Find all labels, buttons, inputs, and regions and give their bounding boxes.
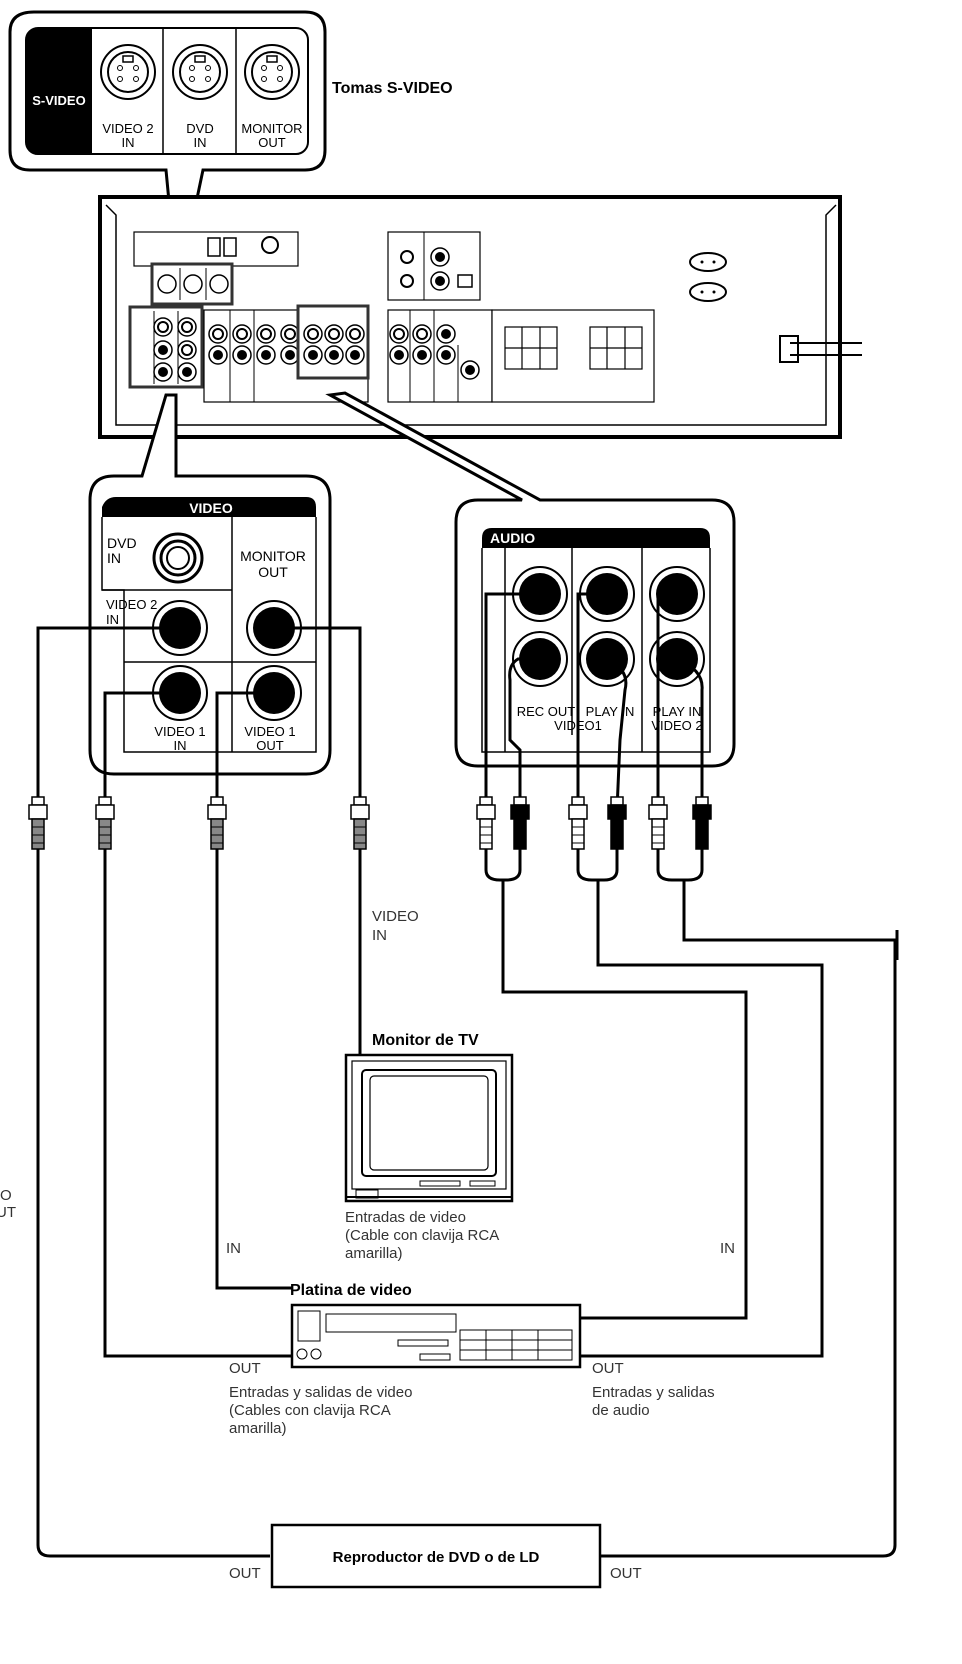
edge-label-line1: O [0,1187,12,1204]
rca-plug-icon [95,796,115,850]
vcr-caption-left-line2: (Cables con clavija RCA [229,1402,391,1419]
vcr-in-right: IN [720,1240,735,1257]
svideo-jack-monitor-icon [244,44,300,100]
svideo-label-video2-line2: IN [122,135,135,150]
rca-plug-red-icon [607,796,627,850]
dvd-player-title: Reproductor de DVD o de LD [333,1549,540,1566]
video2-in-label-line2: IN [106,612,119,627]
video1-in-label-line1: VIDEO 1 [154,724,205,739]
receiver-back-panel [98,195,862,439]
play-in2-label-line1: PLAY IN [653,704,702,719]
vcr-caption-right-line1: Entradas y salidas [592,1384,715,1401]
svideo-jack-dvd-icon [172,44,228,100]
vcr-out-right: OUT [592,1360,624,1377]
edge-label-line2: UT [0,1204,16,1221]
video2-in-label-line1: VIDEO 2 [106,597,157,612]
dvd-in-label-line1: DVD [107,535,137,551]
rca-plug-red-icon [510,796,530,850]
rca-plug-icon [28,796,48,850]
video1-in-label-line2: IN [174,738,187,753]
rca-plug-red-icon [692,796,712,850]
tv-caption-line2: (Cable con clavija RCA [345,1227,499,1244]
tv-video-in-line2: IN [372,927,387,944]
dvd-in-label-line2: IN [107,550,121,566]
video1-out-label-line2: OUT [256,738,284,753]
svideo-label-dvd-line1: DVD [186,121,213,136]
vcr-caption-left-line3: amarilla) [229,1420,287,1437]
video1-out-label-line1: VIDEO 1 [244,724,295,739]
svideo-label-video2-line1: VIDEO 2 [102,121,153,136]
svideo-label-dvd-line2: IN [194,135,207,150]
rec-out-label: REC OUT [517,704,576,719]
vcr-title: Platina de video [290,1282,412,1299]
rca-plug-white-icon [568,796,588,850]
tv-video-in-line1: VIDEO [372,908,419,925]
svideo-caption: Tomas S-VIDEO [332,80,453,97]
audio-header: AUDIO [490,530,535,546]
vcr-out-left: OUT [229,1360,261,1377]
dvd-out-left: OUT [229,1565,261,1582]
audio-callout: AUDIO REC OUT PLAY IN VIDEO1 PLAY IN VID… [325,391,736,768]
vcr-caption-left-line1: Entradas y salidas de video [229,1384,412,1401]
monitor-out-label-line2: OUT [258,564,288,580]
rca-plugs [28,796,712,850]
video-callout: VIDEO DVD IN MONITOR OUT VIDEO 2 IN VIDE… [88,393,332,776]
rca-plug-white-icon [476,796,496,850]
tv-caption-line1: Entradas de video [345,1209,466,1226]
rca-plug-icon [207,796,227,850]
svideo-header: S-VIDEO [32,93,85,108]
vcr-caption-right-line2: de audio [592,1402,650,1419]
video-header: VIDEO [189,500,233,516]
svideo-label-monitor-line1: MONITOR [241,121,302,136]
rca-plug-white-icon [648,796,668,850]
tv-caption-line3: amarilla) [345,1245,403,1262]
svideo-label-monitor-line2: OUT [258,135,286,150]
svideo-jack-video2-icon [100,44,156,100]
vcr: IN IN Platina de video OUT OUT Entradas … [226,1240,735,1437]
vcr-in-left: IN [226,1240,241,1257]
dvd-out-right: OUT [610,1565,642,1582]
play-in2-label-line2: VIDEO 2 [651,718,702,733]
tv-title: Monitor de TV [372,1032,479,1049]
rca-plug-icon [350,796,370,850]
dvd-player: Reproductor de DVD o de LD OUT OUT [229,1523,642,1589]
play-in1-label: PLAY IN [586,704,635,719]
tv-monitor: VIDEO IN Monitor de TV Entradas de video… [344,908,514,1262]
cables [36,592,899,1558]
svideo-callout: S-VIDEO VIDEO 2 IN DVD IN MONITOR OUT To… [8,10,453,267]
monitor-out-label-line1: MONITOR [240,548,306,564]
dvd-player-box [270,1523,602,1589]
